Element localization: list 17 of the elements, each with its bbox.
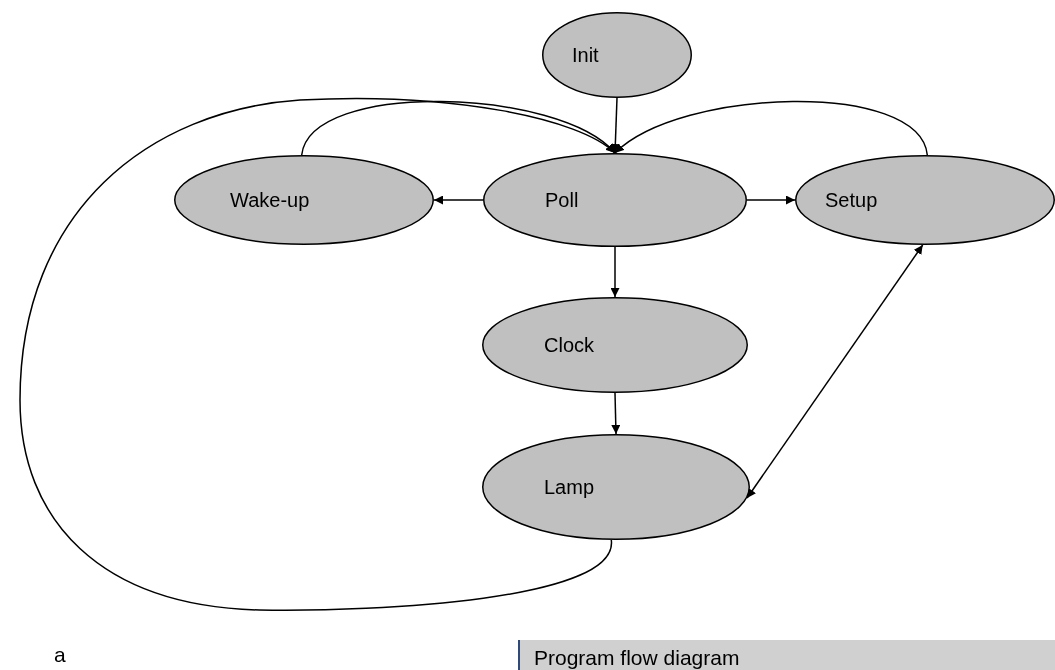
node-label: Init <box>572 43 599 67</box>
node-label: Wake-up <box>230 188 310 212</box>
arrow <box>614 100 929 156</box>
arrow <box>433 195 484 205</box>
arrow <box>610 246 620 298</box>
arrow <box>611 392 621 435</box>
arrow <box>300 100 616 156</box>
text-fragment: a <box>54 643 66 667</box>
node-label: Poll <box>545 188 579 212</box>
caption-bar: Program flow diagram <box>518 640 1055 670</box>
arrow <box>610 97 620 154</box>
arrow <box>746 195 796 205</box>
arrow <box>19 97 616 611</box>
node-label: Lamp <box>544 475 595 499</box>
node-label: Setup <box>825 188 878 212</box>
arrow <box>746 244 924 499</box>
node-label: Clock <box>544 333 594 357</box>
